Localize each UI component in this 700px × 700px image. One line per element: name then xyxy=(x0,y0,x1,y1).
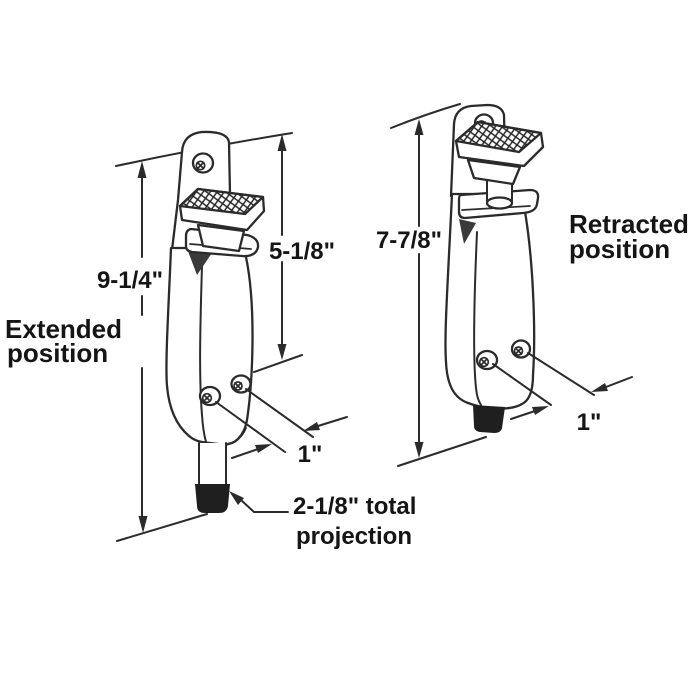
arrow-down-icon xyxy=(414,442,424,458)
pedal-pad-tread-extended xyxy=(178,187,265,216)
shadow-wedge-retracted xyxy=(459,219,476,244)
phillips-screw-icon xyxy=(480,358,488,366)
stem-extended xyxy=(199,443,226,485)
extension-line-bottom xyxy=(253,354,303,373)
arrow-down-icon xyxy=(138,516,148,533)
rubber-tip-extended xyxy=(195,484,230,513)
arrow-up-icon xyxy=(277,134,287,151)
phillips-screw-icon xyxy=(514,347,523,355)
callout-leader xyxy=(240,499,289,513)
phillips-screw-icon xyxy=(234,382,242,390)
extension-line-top-retracted xyxy=(390,103,461,129)
hole-spacing-label-retracted: 1" xyxy=(577,409,602,436)
overall-height-label-retracted: 7-7/8" xyxy=(376,227,442,254)
stem-edges-extended xyxy=(198,442,227,486)
arrow-down-left-icon xyxy=(303,422,320,431)
retracted-position-label-line2: position xyxy=(569,234,670,264)
body-corner-line-extended xyxy=(225,427,247,446)
arrow-up-right-icon xyxy=(255,444,272,453)
arrow-tail xyxy=(231,448,259,459)
arrow-up-icon xyxy=(137,161,147,178)
phillips-screw-icon xyxy=(203,394,211,402)
retracted-figure: 7-7/8" 1" Retracted position xyxy=(376,103,689,467)
hole-spacing-label-extended: 1" xyxy=(298,441,323,468)
arrow-up-icon xyxy=(414,119,424,135)
dimension-overall-height-extended: 9-1/4" xyxy=(97,161,208,542)
arrow-tail xyxy=(605,376,633,388)
dimension-hole-spacing-retracted: 1" xyxy=(492,352,633,436)
body-edge-line-extended xyxy=(199,265,207,443)
phillips-screw-icon xyxy=(196,161,205,170)
projection-note-line2: projection xyxy=(296,523,412,550)
housing-body-retracted xyxy=(444,192,536,410)
body-screw-hole-upper-retracted xyxy=(510,339,532,359)
leader-lines xyxy=(492,352,595,406)
bracket-screw-hole-extended xyxy=(191,152,215,174)
pad-base-extended xyxy=(196,223,246,253)
extended-position-label-line2: position xyxy=(7,338,108,368)
arrow-tail xyxy=(317,416,348,427)
projection-note-line1: 2-1/8" total xyxy=(293,493,416,520)
pedal-pad-tread-retracted xyxy=(454,120,543,154)
extended-figure: 9-1/4" 5-1/8" 1" 2-1/8" total projection xyxy=(5,130,416,550)
pad-base-retracted xyxy=(466,158,522,186)
dimension-overall-height-retracted: 7-7/8" xyxy=(376,119,487,467)
dimension-hole-spacing-extended: 1" xyxy=(215,388,348,468)
arrow-down-left-icon xyxy=(591,383,608,392)
arrow-up-right-icon xyxy=(532,406,549,415)
extension-line-bottom xyxy=(397,436,487,467)
overall-height-label-extended: 9-1/4" xyxy=(97,267,163,294)
body-screw-hole-lower-retracted xyxy=(475,349,499,371)
arrow-tail xyxy=(510,410,536,420)
projection-callout: 2-1/8" total projection xyxy=(229,491,416,550)
dimension-bracket-height-extended: 5-1/8" xyxy=(253,134,335,373)
rubber-tip-retracted xyxy=(473,405,505,433)
body-edge-line-retracted xyxy=(473,231,482,406)
leader-lines xyxy=(215,388,314,453)
arrow-down-icon xyxy=(277,344,287,360)
extended-position-label-line1: Extended xyxy=(5,314,122,344)
shaft-foot-retracted xyxy=(485,196,514,210)
arrow-up-left-icon xyxy=(229,491,244,505)
housing-body-extended xyxy=(165,246,254,446)
bracket-height-label-extended: 5-1/8" xyxy=(269,238,335,265)
retracted-position-label-line1: Retracted xyxy=(569,209,689,239)
body-screw-hole-lower-extended xyxy=(198,385,222,407)
extension-line-bottom xyxy=(116,513,208,542)
